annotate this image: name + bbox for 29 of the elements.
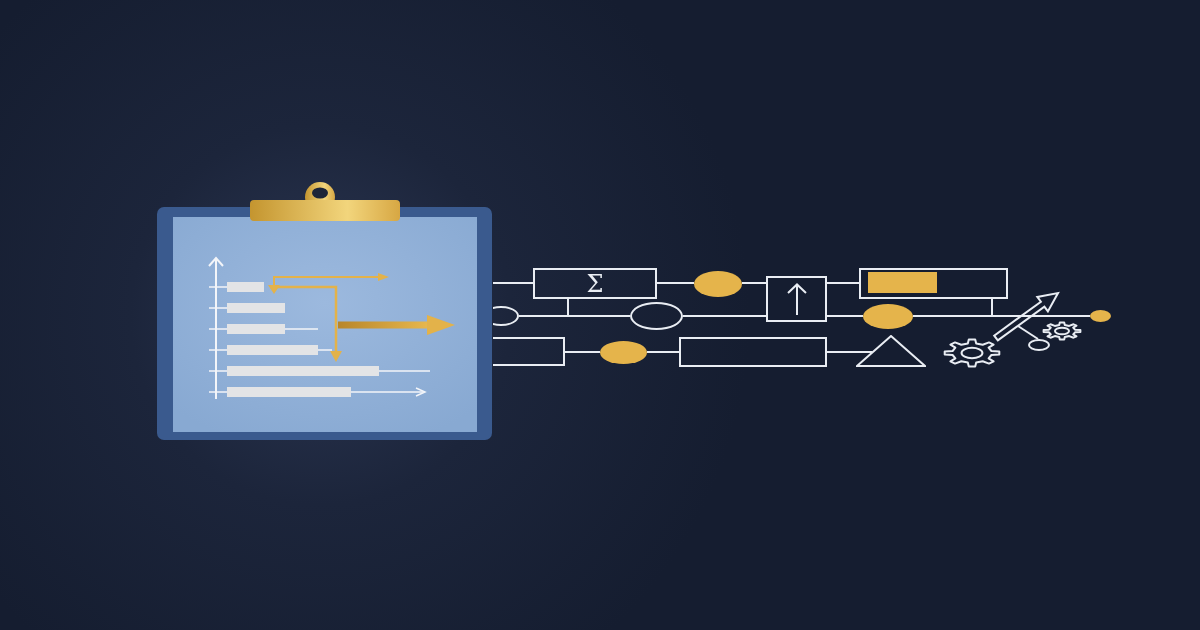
open-ellipse	[630, 302, 683, 330]
connector-line	[740, 282, 767, 284]
connector-line	[1017, 325, 1039, 340]
summation-block: Σ	[533, 268, 657, 299]
filled-ellipse	[694, 271, 742, 297]
connector-line	[826, 315, 864, 317]
connector-line	[656, 282, 696, 284]
open-ellipse	[1028, 339, 1050, 351]
block-box	[493, 337, 565, 366]
block-arrow	[992, 291, 1060, 342]
connector-line	[564, 351, 601, 353]
connector-line	[646, 351, 680, 353]
filled-ellipse	[600, 341, 647, 364]
connector-line	[826, 351, 874, 353]
triangle-symbol	[856, 335, 926, 367]
connector-line	[826, 282, 860, 284]
connector-line	[492, 282, 534, 284]
gear-icon	[1042, 321, 1082, 341]
open-circle	[493, 306, 519, 326]
clipboard-illustration	[155, 180, 493, 442]
connector-line	[567, 298, 631, 317]
connector-line	[912, 298, 993, 317]
connector-line	[682, 315, 767, 317]
block-box	[766, 276, 827, 322]
gear-icon	[943, 338, 1001, 368]
filled-ellipse	[863, 304, 913, 329]
block-box	[859, 268, 1008, 299]
terminal-dot	[1090, 310, 1111, 322]
block-box	[679, 337, 827, 367]
